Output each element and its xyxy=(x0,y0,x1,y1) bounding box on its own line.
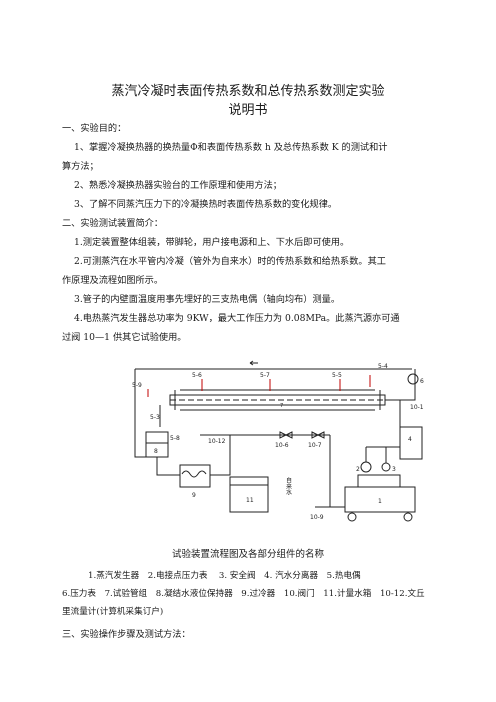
label-10-1: 10-1 xyxy=(410,404,424,411)
steam-separator-4 xyxy=(399,426,423,460)
safety-valve-3 xyxy=(381,462,391,472)
legend-line-3: 里流量计(计算机采集订户) xyxy=(62,607,164,617)
paragraph-q3: 3.管子的内壁面温度用事先埋好的三支热电偶（轴向均布）测量。 xyxy=(74,294,341,305)
label-6: 6 xyxy=(420,378,424,385)
label-4: 4 xyxy=(408,436,412,443)
paragraph-3: 3、了解不同蒸汽压力下的冷凝换热时表面传热系数的变化规律。 xyxy=(74,199,338,210)
pressure-gauge-6 xyxy=(407,373,419,385)
apparatus-diagram: 5-4 5-6 5-7 5-5 5-9 5-3 5-8 6 10-1 4 10-… xyxy=(132,360,424,522)
section-heading-3: 三、实验操作步骤及测试方法： xyxy=(62,629,191,640)
label-10-12: 10-12 xyxy=(208,438,226,445)
label-10-9: 10-9 xyxy=(310,514,324,521)
legend-line-1: 1.蒸汽发生器 2.电接点压力表 3. 安全阀 4. 汽水分离器 5.热电偶 xyxy=(88,571,361,581)
document-subtitle: 说明书 xyxy=(228,103,268,118)
label-5-3: 5-3 xyxy=(150,414,160,421)
subcooler-9 xyxy=(179,464,211,488)
paragraph-q4a: 4.电热蒸汽发生器总功率为 9KW，最大工作压力为 0.08MPa。此蒸汽源亦可… xyxy=(74,313,400,324)
label-7: 7 xyxy=(280,403,283,409)
figure-caption: 试验装置流程图及各部分组件的名称 xyxy=(171,549,324,560)
label-5-9: 5-9 xyxy=(132,382,142,389)
label-2: 2 xyxy=(356,466,360,473)
label-10-6: 10-6 xyxy=(275,442,289,449)
legend-line-2: 6.压力表 7.试验管组 8.凝结水液位保持器 9.过冷器 10.阀门 11.计… xyxy=(62,589,425,599)
label-5-8: 5-8 xyxy=(170,435,180,442)
label-5-5: 5-5 xyxy=(332,372,342,379)
document-title: 蒸汽冷凝时表面传热系数和总传热系数测定实验 xyxy=(111,84,385,99)
section-heading-1: 一、实验目的： xyxy=(62,123,127,134)
metering-tank-11 xyxy=(229,476,269,513)
paragraph-q1: 1.测定装置整体组装，带脚轮，用户接电源和上、下水后即可使用。 xyxy=(74,237,350,248)
label-10-7: 10-7 xyxy=(308,442,322,449)
paragraph-1a: 1、掌握冷凝换热器的换热量Φ和表面传热系数 h 及总传热系数 K 的测试和计 xyxy=(74,142,388,153)
paragraph-q2a: 2.可测蒸汽在水平管内冷凝（管外为自来水）时的传热系数和给热系数。其工 xyxy=(74,256,386,267)
label-5-6: 5-6 xyxy=(192,372,202,379)
label-3: 3 xyxy=(392,466,396,473)
label-9: 9 xyxy=(192,492,196,499)
contact-pressure-gauge-2 xyxy=(360,461,372,473)
paragraph-1b: 算方法； xyxy=(62,161,99,172)
section-heading-2: 二、实验测试装置简介： xyxy=(62,218,164,229)
label-8: 8 xyxy=(154,448,158,455)
label-5-7: 5-7 xyxy=(260,372,270,379)
label-1: 1 xyxy=(378,498,382,505)
paragraph-q4b: 过阀 10—1 供其它试验使用。 xyxy=(62,332,187,343)
paragraph-2: 2、熟悉冷凝换热器实验台的工作原理和使用方法； xyxy=(74,180,282,191)
label-11: 11 xyxy=(246,497,254,504)
label-5-4: 5-4 xyxy=(378,363,388,370)
paragraph-q2b: 作原理及流程如图所示。 xyxy=(62,275,164,286)
label-tap-water: 自来水 xyxy=(285,476,292,495)
